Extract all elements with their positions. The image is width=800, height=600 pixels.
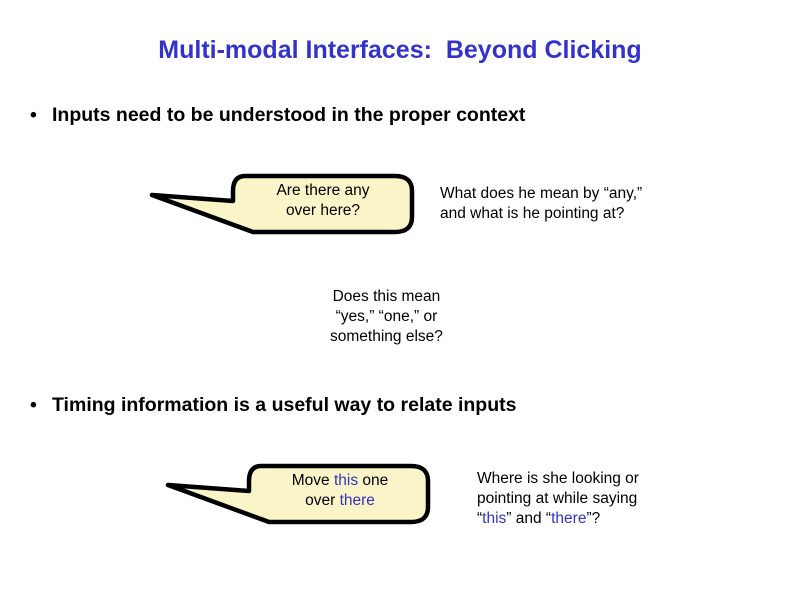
bubble-keyword-this: this [333,472,359,489]
annotation-line-2: pointing at while saying [477,490,638,507]
annotation-line-3-part-c: ” and “ [506,510,552,527]
page-title: Multi-modal Interfaces: Beyond Clicking [158,36,642,64]
annotation-line-1: Where is she looking or [477,470,639,487]
bubble-line-2: over here? [285,202,361,219]
bubble-keyword-there: there [339,492,375,509]
speech-bubble-shape-icon [165,463,431,525]
annotation-line-2: and what is he pointing at? [440,205,625,222]
bubble-line-1: Are there any [276,182,370,199]
bullet-marker-icon: • [30,104,37,126]
annotation-what-does-he-mean: What does he mean by “any,” and what is … [440,184,642,224]
annotation-where-is-she-looking: Where is she looking or pointing at whil… [477,469,639,529]
bubble-line-1-part-c: one [358,472,389,489]
bubble-line-2: over there [250,491,430,511]
annotation-line-2: “yes,” “one,” or [335,308,438,325]
annotation-keyword-there: there [551,510,587,527]
speech-bubble-shape-icon [149,173,415,235]
annotation-line-3-part-e: ”? [586,510,601,527]
annotation-line-1: What does he mean by “any,” [440,185,643,202]
bubble-line-2-part-a: over [305,492,340,509]
speech-bubble-are-there-any-text: Are there any over here? [233,181,413,221]
annotation-line-3-part-a: “ [477,510,483,527]
annotation-line-3: something else? [330,328,443,345]
bullet-item-1-label: Inputs need to be understood in the prop… [52,104,526,126]
bubble-line-1: Move this one [250,471,430,491]
bubble-line-1-part-a: Move [291,472,334,489]
bullet-item-2-label: Timing information is a useful way to re… [52,394,517,416]
speech-bubble-move-this-one: Move this one over there [165,458,436,530]
annotation-line-1: Does this mean [332,288,441,305]
speech-bubble-are-there-any: Are there any over here? [149,168,420,240]
bullet-item-2: • Timing information is a useful way to r… [30,394,516,417]
bullet-item-1: • Inputs need to be understood in the pro… [30,104,525,127]
annotation-does-this-mean: Does this mean “yes,” “one,” or somethin… [330,287,443,347]
annotation-line-3: “this” and “there”? [477,509,639,529]
speech-bubble-move-this-one-text: Move this one over there [250,471,430,511]
bullet-marker-icon: • [30,394,37,416]
annotation-keyword-this: this [482,510,507,527]
